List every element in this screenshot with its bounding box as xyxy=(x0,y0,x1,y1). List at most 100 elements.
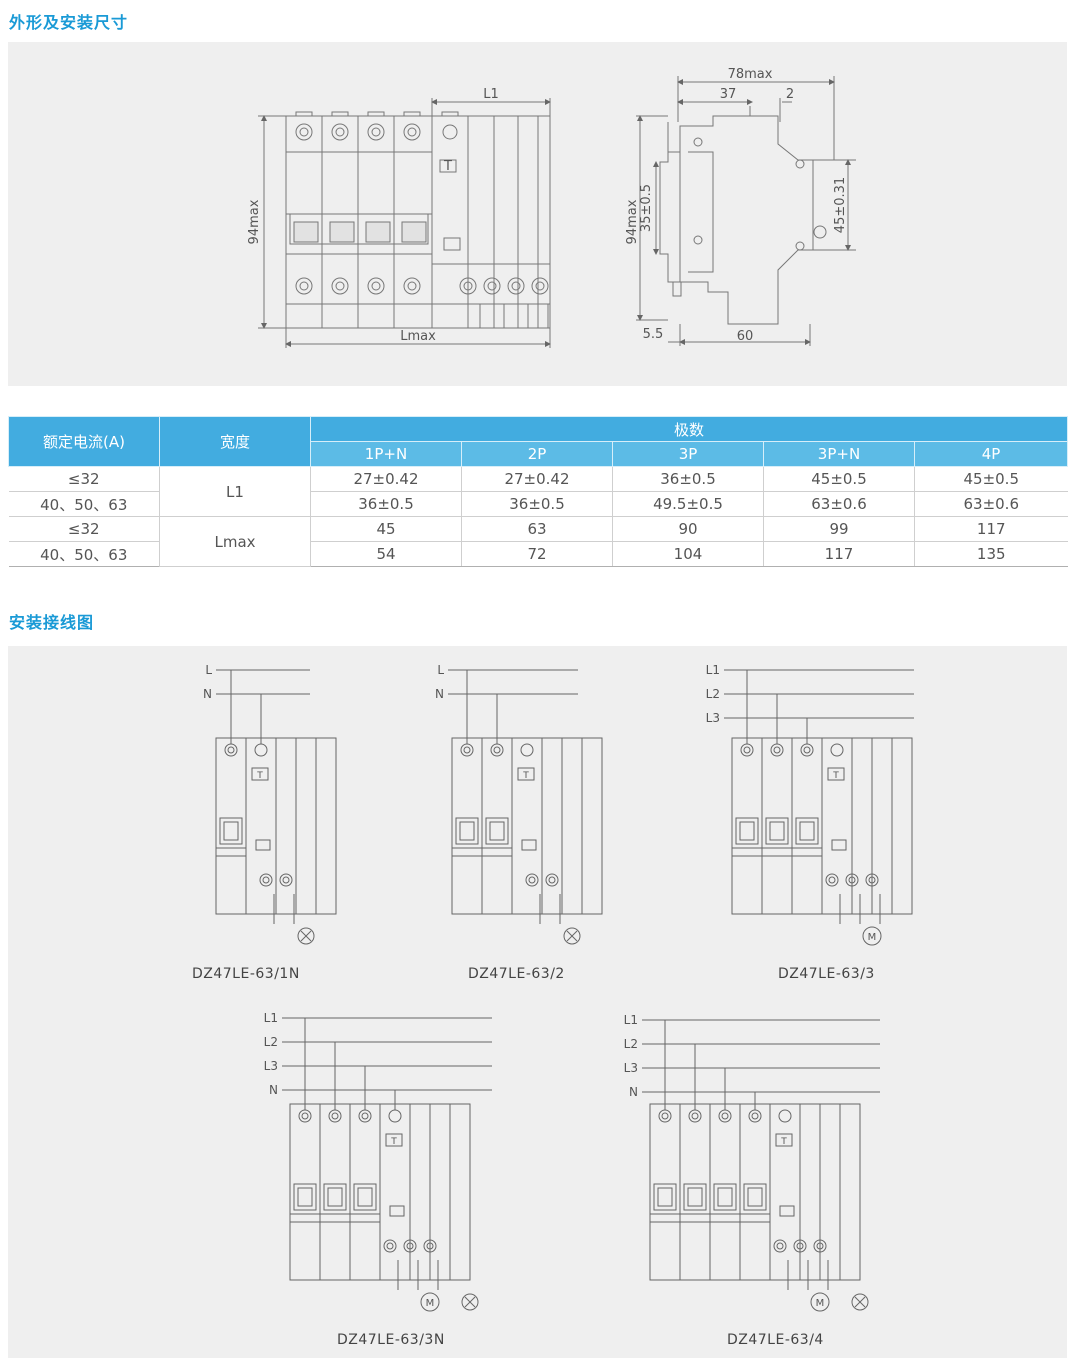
table-cell: 45 xyxy=(310,516,462,542)
screw-terminal-inner xyxy=(868,876,876,884)
screw-terminal-inner xyxy=(493,746,501,754)
screw-terminal xyxy=(383,1239,397,1253)
test-button xyxy=(517,767,535,781)
bus-line-label: L2 xyxy=(624,1037,638,1051)
screw-terminal-inner xyxy=(386,1242,394,1250)
dimension-drawings: L1 94max Lmax T xyxy=(247,67,856,348)
bus-line-label: N xyxy=(629,1085,638,1099)
row-width: Lmax xyxy=(159,516,311,567)
screw-terminal-inner xyxy=(751,1112,759,1120)
breaker-handle xyxy=(353,1183,377,1211)
breaker-handle-inner xyxy=(687,1187,703,1207)
table-cell: 36±0.5 xyxy=(461,491,613,517)
bus-line-label: L1 xyxy=(624,1013,638,1027)
table-cell: 45±0.5 xyxy=(914,466,1068,492)
wiring-diagram: LN T xyxy=(435,663,603,945)
screw-terminal-inner xyxy=(776,1242,784,1250)
table-cell: 45±0.5 xyxy=(763,466,915,492)
test-screw xyxy=(388,1109,402,1123)
breaker-body xyxy=(451,737,603,915)
row-width: L1 xyxy=(159,466,311,517)
screw-terminal-inner xyxy=(803,746,811,754)
indicator xyxy=(389,1205,405,1217)
screw-terminal xyxy=(688,1109,702,1123)
breaker-handle xyxy=(455,817,479,845)
screw-terminal xyxy=(813,1239,827,1253)
breaker-handle xyxy=(683,1183,707,1211)
screw-terminal-inner xyxy=(773,746,781,754)
breaker-handle-inner xyxy=(489,821,505,841)
screw-terminal xyxy=(865,873,879,887)
row-current: 40、50、63 xyxy=(8,491,160,517)
dimensions-section-title: 外形及安装尺寸 xyxy=(9,13,129,32)
breaker-handle-inner xyxy=(297,1187,313,1207)
table-cell: 72 xyxy=(461,541,613,567)
screw-terminal xyxy=(800,743,814,757)
screw-terminal-inner xyxy=(796,1242,804,1250)
breaker-handle-inner xyxy=(327,1187,343,1207)
dimensions-panel: L1 94max Lmax T xyxy=(8,42,1067,386)
table-cell: 27±0.42 xyxy=(461,466,613,492)
wiring-caption: DZ47LE-63/3 xyxy=(778,966,875,982)
breaker-handle-inner xyxy=(799,821,815,841)
motor-label: M xyxy=(816,1298,825,1309)
screw-terminal-inner xyxy=(301,1112,309,1120)
lamp-cross xyxy=(300,930,312,942)
front-view-drawing xyxy=(258,98,551,348)
test-button-label: T xyxy=(256,771,263,781)
breaker-handle-inner xyxy=(717,1187,733,1207)
bus-line-label: L1 xyxy=(264,1011,278,1025)
lamp-cross xyxy=(566,930,578,942)
motor-label: M xyxy=(868,932,877,943)
breaker-handle-inner xyxy=(657,1187,673,1207)
bus-line-label: L3 xyxy=(706,711,720,725)
screw-terminal xyxy=(545,873,559,887)
lamp-icon xyxy=(563,927,581,945)
breaker-handle xyxy=(323,1183,347,1211)
screw-terminal-inner xyxy=(262,876,270,884)
screw-terminal-inner xyxy=(406,1242,414,1250)
screw-terminal xyxy=(748,1109,762,1123)
breaker-handle-inner xyxy=(769,821,785,841)
screw-terminal xyxy=(279,873,293,887)
front-height-label: 94max xyxy=(247,199,262,244)
test-button-label: T xyxy=(390,1137,397,1147)
lamp-icon xyxy=(297,927,315,945)
breaker-handle-inner xyxy=(357,1187,373,1207)
test-button xyxy=(251,767,269,781)
indicator xyxy=(255,839,271,851)
side-45-label: 45±0.31 xyxy=(833,177,848,233)
header-pole-1pn: 1P+N xyxy=(310,441,462,467)
front-test-button: T xyxy=(443,159,452,174)
screw-terminal xyxy=(259,873,273,887)
table-row: ≤32 L1 27±0.42 27±0.42 36±0.5 45±0.5 45±… xyxy=(8,466,1068,517)
screw-terminal xyxy=(460,743,474,757)
test-screw xyxy=(778,1109,792,1123)
bus-line-label: L2 xyxy=(264,1035,278,1049)
header-pole-2p: 2P xyxy=(461,441,613,467)
test-screw xyxy=(254,743,268,757)
breaker-handle-inner xyxy=(223,821,239,841)
test-screw xyxy=(830,743,844,757)
screw-terminal-inner xyxy=(528,876,536,884)
spec-table: 额定电流(A) 宽度 极数 1P+N 2P 3P 3P+N 4P ≤32 L1 … xyxy=(8,416,1068,567)
header-poles: 极数 xyxy=(310,416,1068,442)
row-current: ≤32 xyxy=(8,516,160,542)
table-cell: 36±0.5 xyxy=(612,466,764,492)
test-button-label: T xyxy=(522,771,529,781)
motor-icon xyxy=(862,926,882,946)
side-view-drawing xyxy=(636,76,856,346)
breaker-handle xyxy=(293,1183,317,1211)
motor-icon xyxy=(420,1292,440,1312)
header-width: 宽度 xyxy=(159,416,311,467)
screw-terminal xyxy=(793,1239,807,1253)
screw-terminal-inner xyxy=(548,876,556,884)
bus-line-label: N xyxy=(435,687,444,701)
lamp-icon xyxy=(851,1293,869,1311)
bus-line-label: L xyxy=(437,663,444,677)
table-cell: 90 xyxy=(612,516,764,542)
screw-terminal-inner xyxy=(691,1112,699,1120)
screw-terminal xyxy=(770,743,784,757)
screw-terminal xyxy=(224,743,238,757)
